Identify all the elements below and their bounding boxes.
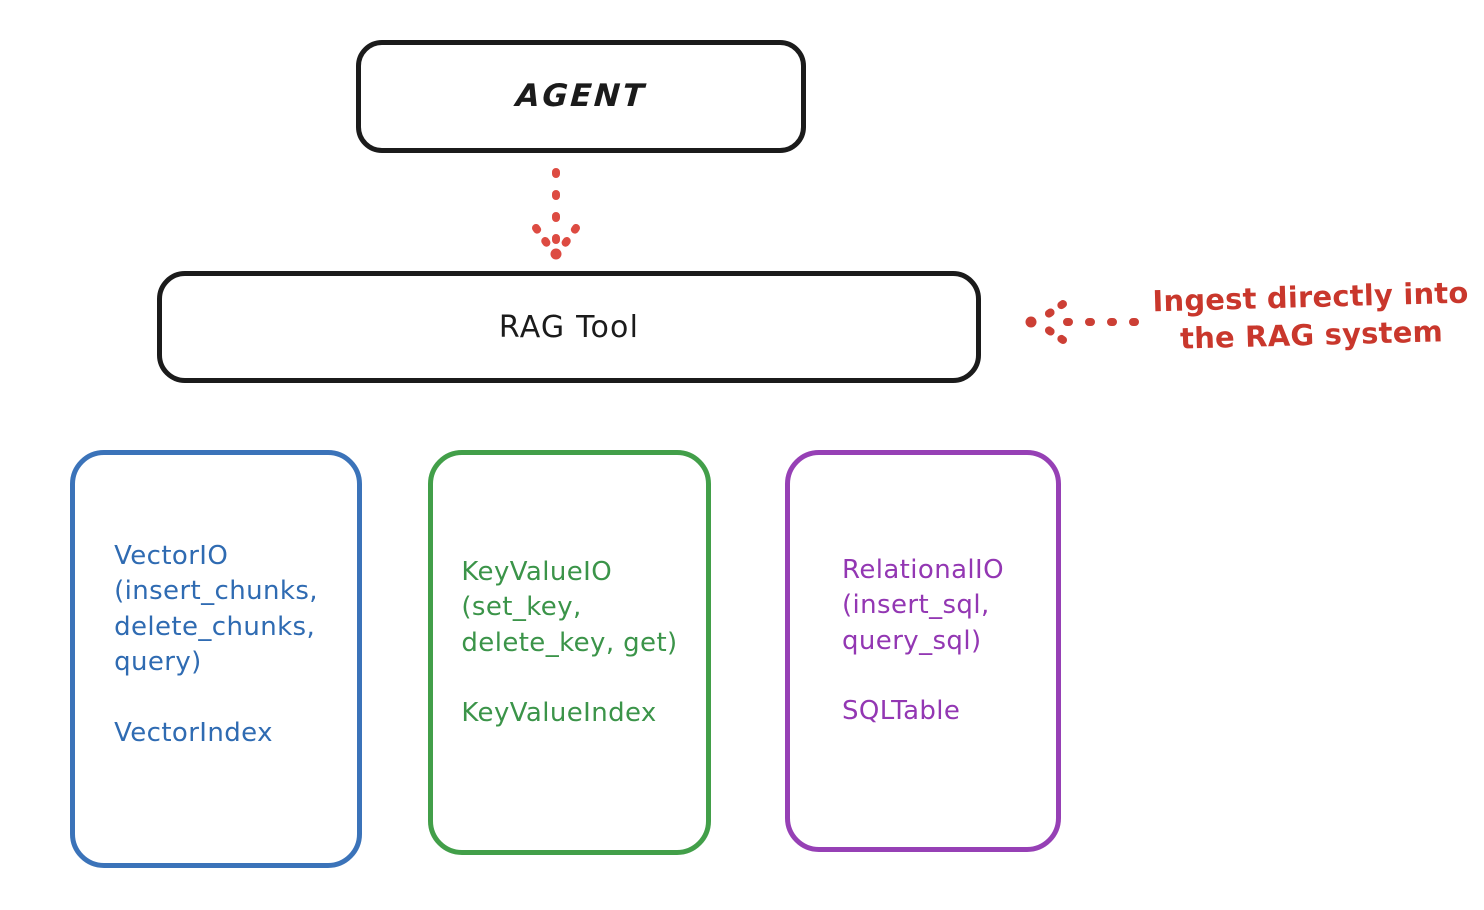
edge-agent-to-rag-tool: [532, 168, 580, 260]
node-relational-io[interactable]: RelationalIO (insert_sql, query_sql) SQL…: [785, 450, 1061, 852]
node-relational-io-label: RelationalIO (insert_sql, query_sql) SQL…: [842, 555, 1004, 727]
annotation-ingest-note: Ingest directly into the RAG system: [1151, 275, 1469, 356]
node-vector-io[interactable]: VectorIO (insert_chunks, delete_chunks, …: [70, 450, 362, 868]
edge-ingest-to-rag-tool: [1025, 300, 1139, 344]
node-key-value-io[interactable]: KeyValueIO (set_key, delete_key, get) Ke…: [428, 450, 711, 855]
node-rag-tool[interactable]: RAG Tool: [157, 271, 981, 383]
node-agent-label: AGENT: [514, 78, 648, 115]
node-key-value-io-label: KeyValueIO (set_key, delete_key, get) Ke…: [461, 557, 678, 729]
node-rag-tool-label: RAG Tool: [498, 309, 640, 345]
node-vector-io-label: VectorIO (insert_chunks, delete_chunks, …: [114, 541, 318, 748]
node-agent[interactable]: AGENT: [356, 40, 806, 153]
